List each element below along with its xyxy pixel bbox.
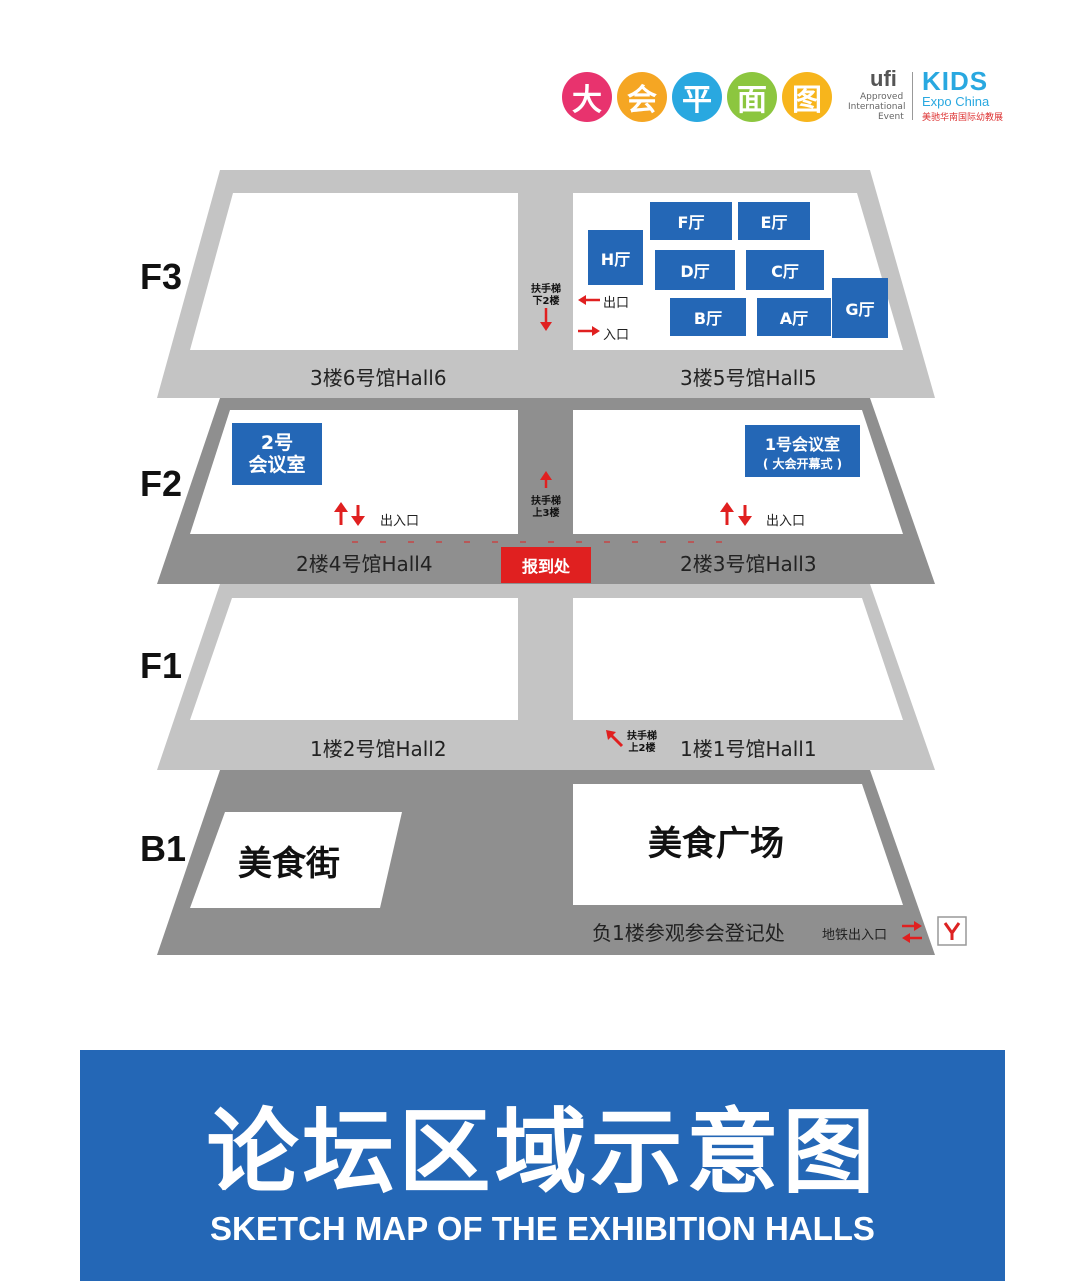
f3-hall6-label: 3楼6号馆Hall6 <box>310 366 447 390</box>
f1-hall1-area <box>573 598 903 720</box>
floor-label-f2: F2 <box>140 463 183 504</box>
floor-label-f3: F3 <box>140 256 183 297</box>
room-a: A厅 <box>757 298 831 336</box>
meeting-room-2: 2号 会议室 <box>232 423 322 485</box>
room-e: E厅 <box>738 202 810 240</box>
room-g: G厅 <box>832 278 888 338</box>
f2-hall4-label: 2楼4号馆Hall4 <box>296 552 433 576</box>
f3-exit-label: 出口 <box>603 296 630 311</box>
ufi-text-2: International <box>848 102 906 112</box>
floor-label-b1: B1 <box>140 828 187 869</box>
b1-food-plaza-area <box>573 784 903 905</box>
b1-food-street-area <box>190 812 402 908</box>
bottom-banner: 论坛区域示意图 SKETCH MAP OF THE EXHIBITION HAL… <box>80 1050 1005 1281</box>
f3-hall5-label: 3楼5号馆Hall5 <box>680 366 817 390</box>
f2-escalator-block-top <box>518 422 573 464</box>
f1-escalator-label: 扶手梯 上2楼 <box>627 731 657 754</box>
f2-left-up-head <box>334 502 348 512</box>
logo-divider <box>912 72 913 120</box>
title-char-3: 平 <box>672 72 722 122</box>
f2-right-up-head <box>720 502 734 512</box>
f3-entrance-arrow-head <box>592 326 600 336</box>
f3-exit-arrow-head <box>578 295 586 305</box>
f1-hall2-label: 1楼2号馆Hall2 <box>310 737 447 761</box>
metro-entrance-label: 地铁出入口 <box>822 928 888 943</box>
floor-label-f1: F1 <box>140 645 183 686</box>
f2-up-arrow-head <box>540 471 552 480</box>
room-h: H厅 <box>588 230 643 285</box>
food-street-label: 美食街 <box>238 844 340 884</box>
room-d: D厅 <box>655 250 735 290</box>
f2-exit-right-label: 出入口 <box>766 514 806 529</box>
b1-metro-arrow-1-head <box>914 921 922 931</box>
title-char-1: 大 <box>562 72 612 122</box>
f1-hall2-area <box>190 598 518 720</box>
room-c: C厅 <box>746 250 824 290</box>
f2-right-down-head <box>738 516 752 526</box>
title-char-2: 会 <box>617 72 667 122</box>
f2-left-down-head <box>351 516 365 526</box>
f1-hall1-label: 1楼1号馆Hall1 <box>680 737 817 761</box>
f3-down-arrow-head <box>540 322 552 331</box>
metro-icon-glyph <box>943 922 961 940</box>
f2-escalator-label: 扶手梯 上3楼 <box>531 496 561 519</box>
banner-title: 论坛区域示意图 <box>206 1099 879 1206</box>
b1-registration-label: 负1楼参观参会登记处 <box>592 921 785 945</box>
title-char-4: 面 <box>727 72 777 122</box>
registration-desk: 报到处 <box>501 547 591 583</box>
meeting-room-1-subtitle: ( 大会开幕式 ) <box>762 456 843 471</box>
b1-metro-arrow-2-head <box>902 933 910 943</box>
ufi-text-1: Approved <box>860 92 904 102</box>
f3-entrance-label: 入口 <box>603 328 630 343</box>
room-b: B厅 <box>670 298 746 336</box>
title-char-5: 图 <box>782 72 832 122</box>
f1-up-arrow-shaft <box>609 733 624 748</box>
f2-exit-left-label: 出入口 <box>380 514 420 529</box>
meeting-room-1: 1号会议室 ( 大会开幕式 ) <box>745 425 860 477</box>
f3-hall6-area <box>190 193 518 350</box>
f1-up-arrow-head <box>606 730 616 740</box>
f2-hall3-label: 2楼3号馆Hall3 <box>680 552 817 576</box>
ufi-text-3: Event <box>878 112 904 122</box>
meeting-room-1-title: 1号会议室 <box>764 434 841 454</box>
room-f: F厅 <box>650 202 732 240</box>
f3-escalator-label: 扶手梯 下2楼 <box>531 284 561 307</box>
banner-subtitle: SKETCH MAP OF THE EXHIBITION HALLS <box>210 1210 875 1247</box>
food-plaza-label: 美食广场 <box>648 824 784 864</box>
